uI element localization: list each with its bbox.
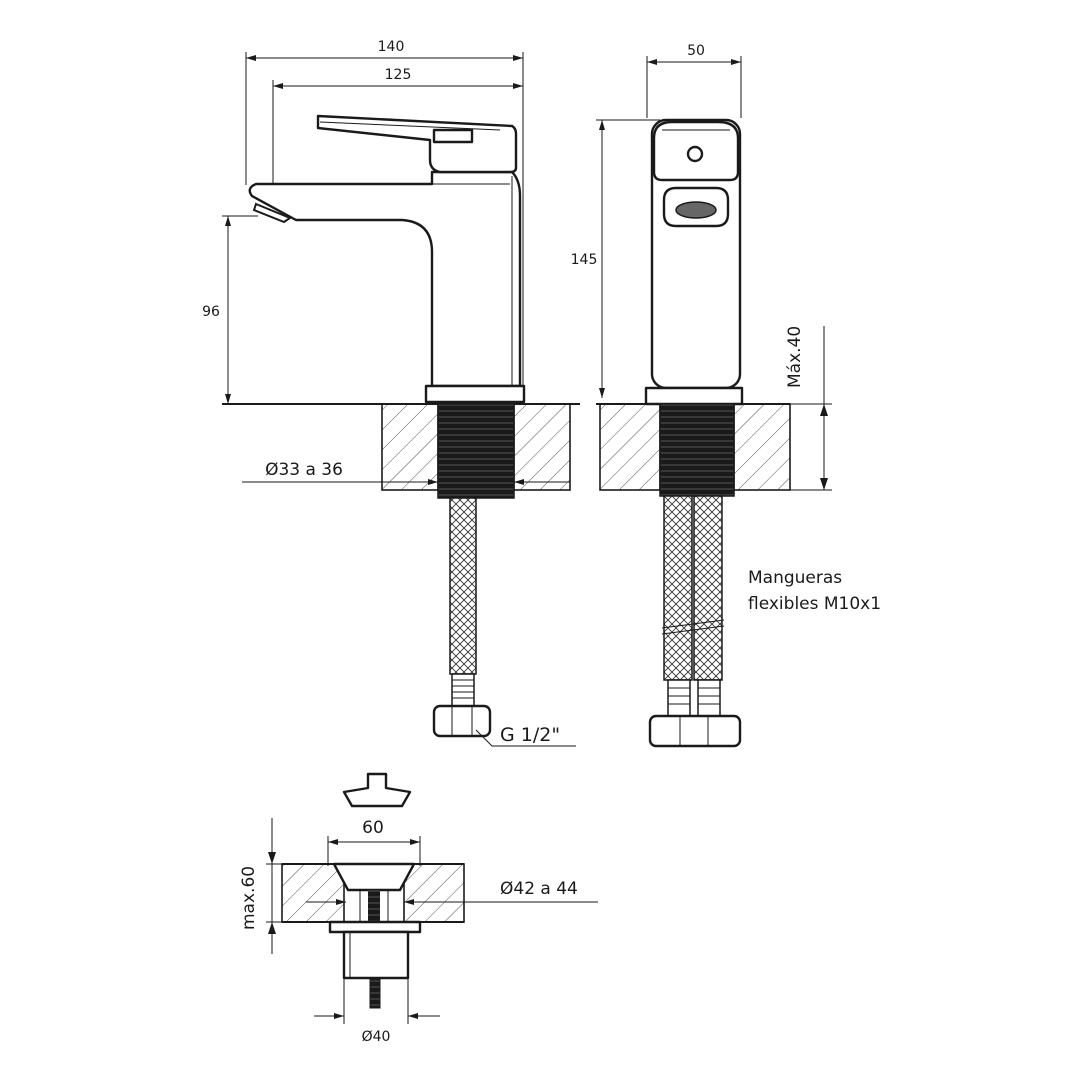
dimension-hole-diameter: Ø33 a 36 bbox=[242, 460, 570, 485]
side-view: 140 125 bbox=[202, 39, 580, 747]
connection-label: G 1/2" bbox=[500, 724, 560, 746]
hoses-note: Mangueras flexibles M10x1 bbox=[748, 568, 881, 614]
popup-cap bbox=[342, 772, 412, 808]
countertop-section-front bbox=[599, 403, 791, 497]
basin-section bbox=[281, 862, 465, 924]
flexible-hoses-front bbox=[648, 495, 742, 748]
flange-width-label: 60 bbox=[362, 818, 384, 838]
threaded-shank-front bbox=[659, 403, 735, 497]
dimension-drain-hole: Ø42 a 44 bbox=[306, 879, 598, 905]
total-height-label: 145 bbox=[571, 252, 598, 268]
hoses-label-line-2: flexibles M10x1 bbox=[748, 594, 881, 614]
dimension-spout-length: 125 bbox=[272, 67, 523, 208]
drain-body-label: Ø40 bbox=[362, 1029, 391, 1045]
dimension-flange-width: 60 bbox=[327, 818, 421, 866]
spout-length-label: 125 bbox=[385, 67, 412, 83]
front-view: 50 145 bbox=[571, 43, 881, 748]
drain-body bbox=[328, 920, 422, 1009]
dimension-overall-length: 140 bbox=[245, 39, 524, 385]
flexible-hose-side bbox=[432, 497, 492, 738]
drain-max-thickness-label: max.60 bbox=[239, 866, 259, 930]
hoses-label-line-1: Mangueras bbox=[748, 568, 842, 588]
faucet-front-body bbox=[644, 118, 744, 406]
dimension-body-width: 50 bbox=[646, 43, 742, 118]
body-width-label: 50 bbox=[687, 43, 705, 59]
spout-height-label: 96 bbox=[202, 304, 220, 320]
dimension-drain-body: Ø40 bbox=[314, 978, 440, 1045]
drain-hole-label: Ø42 a 44 bbox=[500, 879, 578, 899]
overall-length-label: 140 bbox=[378, 39, 405, 55]
drain-view: 60 max.60 bbox=[239, 772, 598, 1045]
dimension-spout-height: 96 bbox=[202, 215, 258, 404]
threaded-shank bbox=[437, 403, 515, 499]
countertop-section-side bbox=[381, 403, 571, 499]
dimension-max-thickness: Máx.40 bbox=[785, 326, 832, 491]
dimension-drain-max-thickness: max.60 bbox=[239, 818, 292, 954]
hole-diameter-label: Ø33 a 36 bbox=[265, 460, 343, 480]
connection-note: G 1/2" bbox=[475, 724, 576, 747]
dimension-total-height: 145 bbox=[571, 119, 660, 398]
max-thickness-label: Máx.40 bbox=[785, 326, 805, 388]
faucet-side-body bbox=[248, 114, 526, 404]
